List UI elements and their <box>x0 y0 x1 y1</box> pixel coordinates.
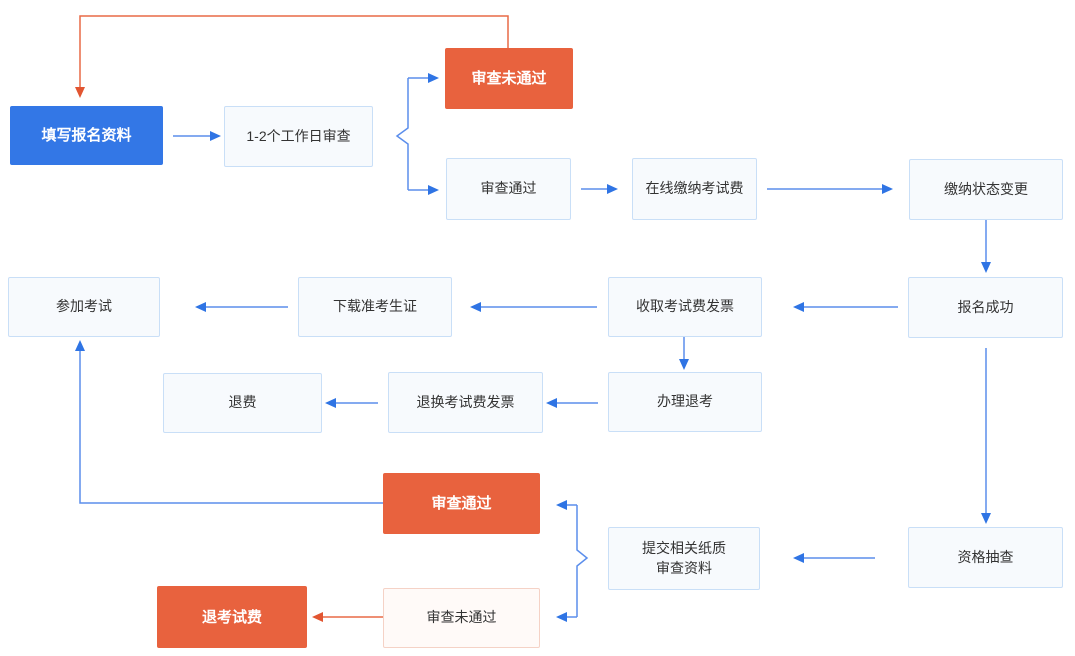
node-refund-exam-fee: 退考试费 <box>157 586 307 648</box>
connector-bracket-spine-bottom <box>576 505 589 617</box>
connector-fork-spine-top <box>395 78 409 190</box>
node-review-approved-top: 审查通过 <box>446 158 571 220</box>
node-payment-status-change: 缴纳状态变更 <box>909 159 1063 220</box>
node-receive-exam-fee-invoice: 收取考试费发票 <box>608 277 762 337</box>
connector-rejected-loop-to-fill-info <box>75 15 509 98</box>
node-return-exam-fee-invoice: 退换考试费发票 <box>388 372 543 433</box>
node-fill-registration-info: 填写报名资料 <box>10 106 163 165</box>
node-review-1-2-days: 1-2个工作日审查 <box>224 106 373 167</box>
node-review-rejected-top: 审查未通过 <box>445 48 573 109</box>
connector-approved-to-attend-exam <box>75 340 383 504</box>
node-refund: 退费 <box>163 373 322 433</box>
node-attend-exam: 参加考试 <box>8 277 160 337</box>
node-download-admission-ticket: 下载准考生证 <box>298 277 452 337</box>
node-review-rejected-bottom: 审查未通过 <box>383 588 540 648</box>
node-pay-exam-fee-online: 在线缴纳考试费 <box>632 158 757 220</box>
node-submit-paper-review-materials: 提交相关纸质 审查资料 <box>608 527 760 590</box>
node-handle-exam-withdrawal: 办理退考 <box>608 372 762 432</box>
node-review-approved-bottom: 审查通过 <box>383 473 540 534</box>
node-qualification-spot-check: 资格抽查 <box>908 527 1063 588</box>
node-registration-success: 报名成功 <box>908 277 1063 338</box>
